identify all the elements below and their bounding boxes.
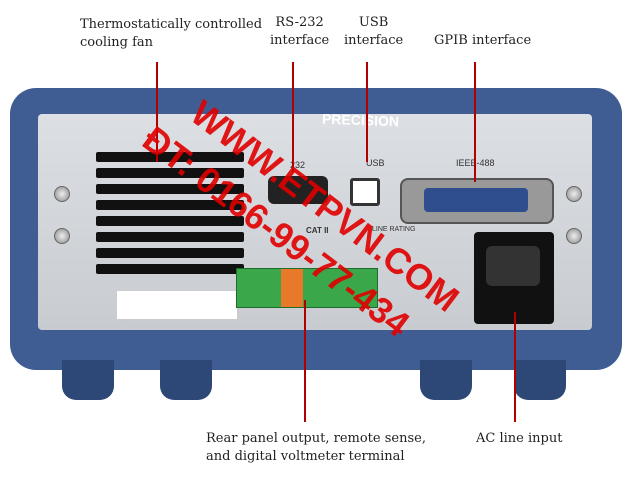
gpib-port [400,178,554,224]
usb-callout: USB interface [344,15,404,48]
rs232-panel-label: 232 [290,160,306,170]
rs232-callout: RS-232 interface [270,15,330,48]
serial-label [116,290,238,320]
screw [566,186,582,202]
output-terminal-block [236,268,378,308]
fan-callout: Thermostatically controlled cooling fan [80,17,263,50]
usb-port [350,178,380,206]
rs232-port [268,176,328,204]
line-rating-label: LINE RATING [372,226,416,233]
device-foot [514,360,566,400]
screw [54,186,70,202]
leader-fan [156,62,158,162]
leader-ac [514,312,516,422]
usb-panel-label: USB [366,158,385,168]
leader-gpib [474,62,476,182]
fan-vent [96,152,244,290]
screw [54,228,70,244]
ac-callout: AC line input [476,431,563,446]
ac-inlet [474,232,554,324]
rear-callout: Rear panel output, remote sense, and dig… [206,431,426,464]
cat-label: CAT II [306,226,329,235]
device-foot [160,360,212,400]
brand-label: PRECISION [321,110,400,130]
device-foot [62,360,114,400]
leader-rs232 [292,62,294,172]
gpib-callout: GPIB interface [434,33,532,48]
leader-usb [366,62,368,162]
leader-rear [304,300,306,422]
device-foot [420,360,472,400]
screw [566,228,582,244]
